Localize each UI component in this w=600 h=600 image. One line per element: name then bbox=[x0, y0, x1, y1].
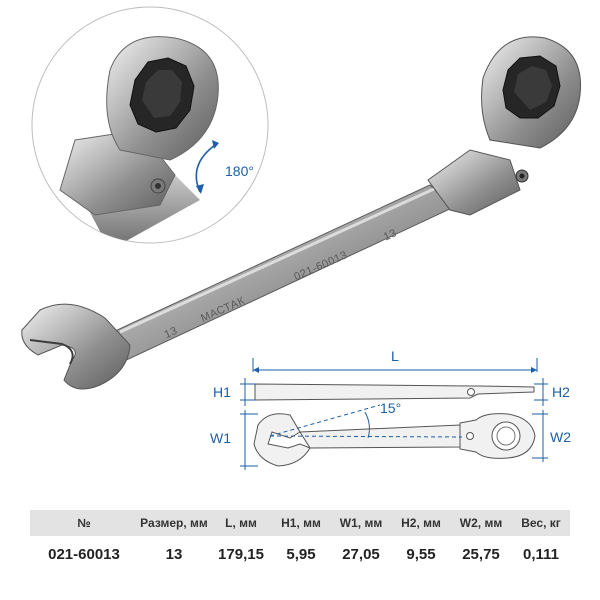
dim-label-L: L bbox=[391, 348, 399, 364]
dimension-drawing bbox=[240, 358, 548, 470]
dim-label-W2: W2 bbox=[550, 429, 571, 445]
cell-size: 13 bbox=[138, 536, 210, 572]
rotation-label: 180° bbox=[225, 163, 254, 179]
zoom-circle: 180° bbox=[31, 6, 269, 244]
dim-label-H1: H1 bbox=[213, 384, 231, 400]
header-number: № bbox=[30, 510, 138, 536]
header-w2: W2, мм bbox=[450, 510, 512, 536]
cell-h2: 9,55 bbox=[392, 536, 450, 572]
cell-weight: 0,111 bbox=[512, 536, 570, 572]
engraved-size-open: 13 bbox=[163, 325, 180, 341]
cell-length: 179,15 bbox=[210, 536, 272, 572]
header-length: L, мм bbox=[210, 510, 272, 536]
dim-label-H2: H2 bbox=[552, 384, 570, 400]
header-w1: W1, мм bbox=[330, 510, 392, 536]
cell-number: 021-60013 bbox=[30, 536, 138, 572]
cell-h1: 5,95 bbox=[272, 536, 330, 572]
dim-label-angle: 15° bbox=[380, 400, 401, 416]
spec-table: № Размер, мм L, мм H1, мм W1, мм H2, мм … bbox=[30, 510, 570, 572]
header-h1: H1, мм bbox=[272, 510, 330, 536]
header-size: Размер, мм bbox=[138, 510, 210, 536]
dim-label-W1: W1 bbox=[210, 430, 231, 446]
header-weight: Вес, кг bbox=[512, 510, 570, 536]
spec-data-row: 021-60013 13 179,15 5,95 27,05 9,55 25,7… bbox=[30, 536, 570, 572]
engraved-size-ring: 13 bbox=[382, 227, 399, 243]
header-h2: H2, мм bbox=[392, 510, 450, 536]
spec-header-row: № Размер, мм L, мм H1, мм W1, мм H2, мм … bbox=[30, 510, 570, 536]
cell-w1: 27,05 bbox=[330, 536, 392, 572]
cell-w2: 25,75 bbox=[450, 536, 512, 572]
